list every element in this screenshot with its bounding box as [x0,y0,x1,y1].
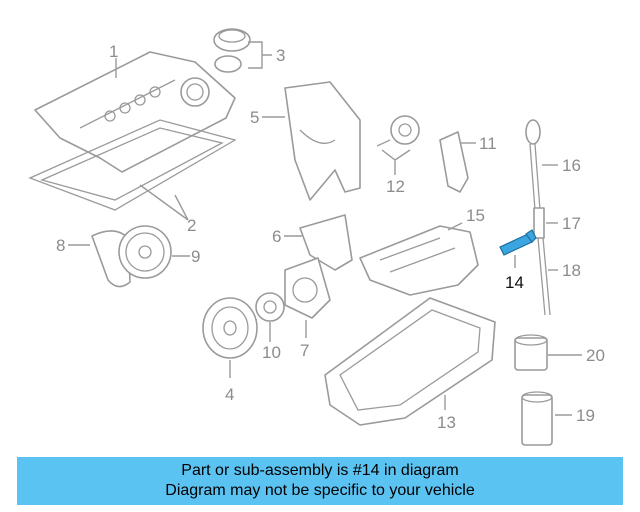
part-valve-cover [34,51,236,173]
part-camshaft-gear [118,225,172,279]
part-inner-cover [299,214,353,271]
callout-9: 9 [191,247,200,266]
part-bracket [439,131,469,193]
callout-15: 15 [466,206,485,225]
callout-11: 11 [479,134,497,153]
callout-2: 2 [187,216,196,235]
part-oil-cap [213,28,251,73]
callout-20: 20 [586,346,605,365]
callout-12: 12 [386,177,405,196]
leader-lines [68,41,582,416]
parts-diagram: 1 2 3 4 5 6 7 8 9 10 11 12 13 14 15 16 1… [28,28,605,446]
callout-14: 14 [505,273,524,292]
callout-3: 3 [276,46,285,65]
callout-18: 18 [562,261,581,280]
callout-13: 13 [437,413,456,432]
part-oil-pan [324,297,496,426]
part-oil-pan-upper [359,225,479,296]
part-tensioner [376,115,420,147]
callout-4: 4 [225,385,234,404]
part-gasket [28,119,237,211]
callout-8: 8 [56,236,65,255]
callout-17: 17 [562,214,581,233]
callout-10: 10 [262,343,281,362]
banner-line-2: Diagram may not be specific to your vehi… [165,482,475,499]
part-filter-housing [514,334,548,371]
callout-16: 16 [562,156,581,175]
part-timing-cover [284,81,361,201]
part-oil-filter [521,391,553,446]
callout-5: 5 [250,108,259,127]
part-dipstick [525,119,551,316]
part-crank-gear [255,292,285,322]
part-14-highlight [499,229,537,256]
part-water-pump [284,257,331,319]
part-crank-pulley [202,297,258,359]
callout-19: 19 [576,406,595,425]
callout-6: 6 [272,227,281,246]
banner-line-1: Part or sub-assembly is #14 in diagram [181,462,459,479]
callout-7: 7 [300,341,309,360]
info-banner: Part or sub-assembly is #14 in diagram D… [17,457,623,505]
callout-1: 1 [109,42,118,61]
